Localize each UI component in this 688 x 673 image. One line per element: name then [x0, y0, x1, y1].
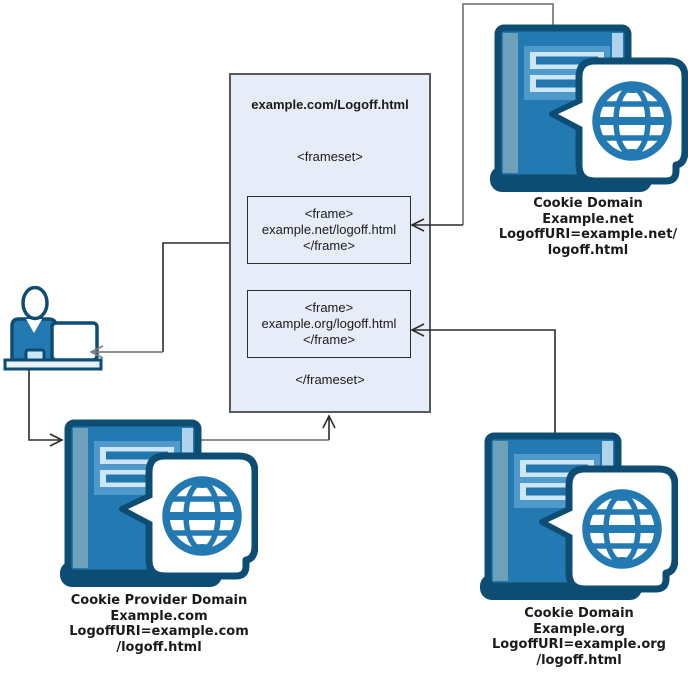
server-label-example-com: Cookie Provider Domain Example.com Logof…: [38, 593, 280, 655]
frame-src: example.net/logoff.html: [261, 222, 397, 237]
arrowhead-to-box: [322, 414, 336, 429]
server-icon-example-com: [58, 415, 258, 590]
label-line: /logoff.html: [116, 639, 202, 655]
label-line: Example.org: [533, 621, 625, 637]
frame-close-tag: </frame>: [302, 238, 356, 253]
server-icon-example-net: [488, 20, 688, 195]
label-line: LogoffURI=example.org: [492, 637, 666, 652]
arrow-box-to-user: [162, 242, 229, 352]
label-line: Example.com: [110, 608, 208, 624]
label-line: Cookie Provider Domain: [70, 593, 248, 608]
label-line: LogoffURI=example.com: [69, 624, 249, 639]
frame-example-net: <frame> example.net/logoff.html </frame>: [247, 196, 411, 264]
label-line: Cookie Domain: [533, 196, 643, 211]
frameset-open-tag: <frameset>: [297, 149, 363, 164]
label-line: Example.net: [542, 211, 634, 227]
label-line: logoff.html: [547, 242, 629, 258]
frameset-box: example.com/Logoff.html <frameset> <fram…: [229, 73, 431, 413]
frame-open-tag: <frame>: [304, 206, 354, 221]
label-line: LogoffURI=example.net/: [498, 227, 678, 242]
server-icon-example-org: [478, 428, 678, 603]
frameset-close-tag: </frameset>: [295, 372, 365, 387]
arrow-org-to-frame: [414, 329, 556, 442]
label-line: /logoff.html: [536, 652, 622, 668]
person-laptop-icon: [2, 286, 106, 380]
frame-close-tag: </frame>: [302, 332, 356, 347]
arrow-user-to-com: [28, 370, 60, 441]
frame-example-org: <frame> example.org/logoff.html </frame>: [247, 290, 411, 358]
frameset-box-title: example.com/Logoff.html: [251, 97, 409, 112]
server-label-example-org: Cookie Domain Example.org LogoffURI=exam…: [458, 606, 688, 668]
label-line: Cookie Domain: [524, 606, 634, 621]
frame-open-tag: <frame>: [304, 300, 354, 315]
server-label-example-net: Cookie Domain Example.net LogoffURI=exam…: [478, 196, 688, 258]
frame-src: example.org/logoff.html: [261, 316, 397, 331]
